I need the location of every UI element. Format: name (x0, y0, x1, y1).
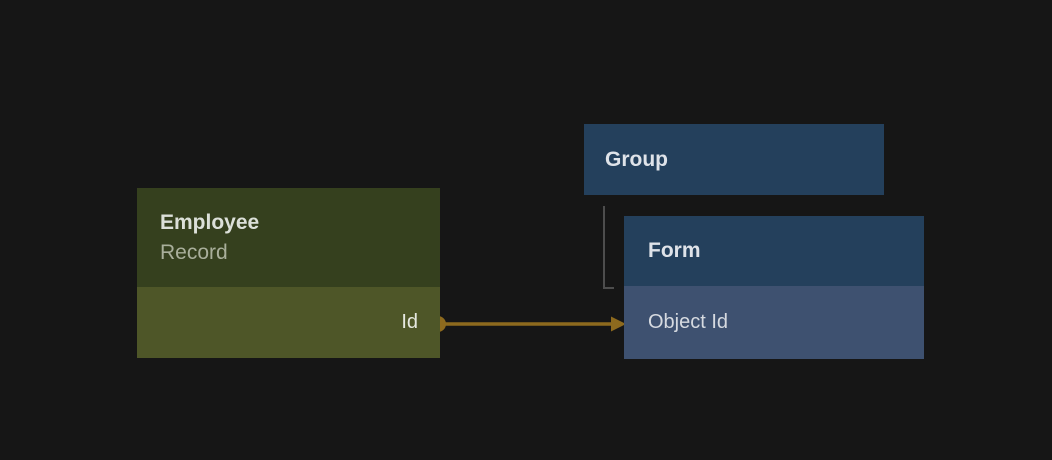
group-header[interactable]: Group (584, 124, 884, 195)
field-id-label: Id (401, 311, 418, 333)
hierarchy-connector-line (603, 206, 614, 289)
node-group[interactable]: Group (584, 124, 884, 195)
employee-record-header[interactable]: Employee Record (137, 188, 440, 287)
employee-record-subtitle: Record (160, 240, 228, 264)
node-employee-record[interactable]: Employee Record Id (137, 188, 440, 358)
form-header[interactable]: Form (624, 216, 924, 286)
group-title: Group (605, 147, 668, 171)
employee-record-field-id[interactable]: Id (137, 287, 440, 358)
field-object-id-label: Object Id (648, 311, 729, 333)
form-field-object-id[interactable]: Object Id (624, 286, 924, 359)
form-title: Form (648, 239, 701, 262)
employee-record-title: Employee (160, 210, 260, 234)
node-form[interactable]: Form Object Id (624, 216, 924, 359)
